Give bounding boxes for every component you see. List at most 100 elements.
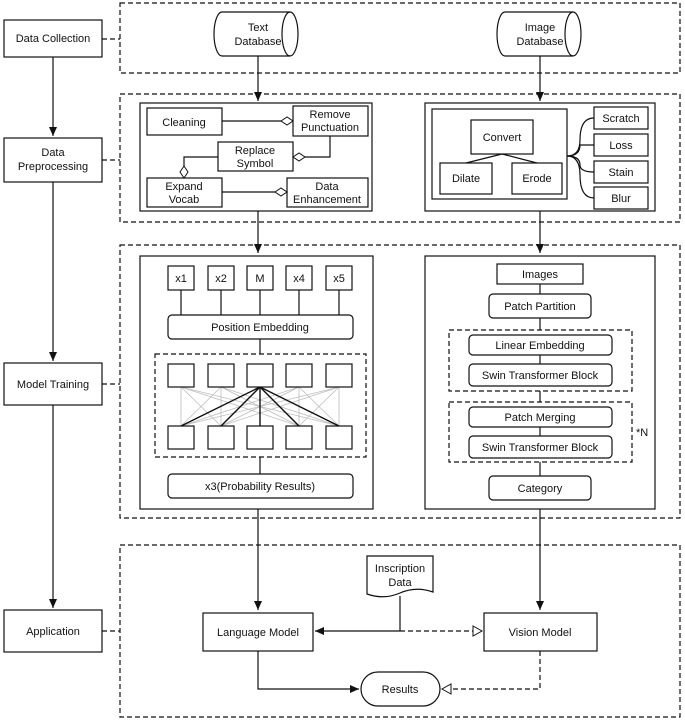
brace-connector (566, 144, 594, 157)
swin-block-1-box: Swin Transformer Block (468, 363, 613, 387)
token-box (285, 265, 313, 291)
svg-text:Patch Merging: Patch Merging (505, 412, 576, 424)
brace-connector (566, 155, 595, 199)
svg-text:Image: Image (525, 22, 556, 34)
position-embedding-box: Position Embedding (167, 314, 354, 340)
svg-text:Results: Results (382, 684, 419, 696)
token-box (325, 265, 353, 291)
svg-text:Data: Data (315, 181, 339, 193)
token-box (246, 265, 274, 291)
patch-partition-box: Patch Partition (488, 293, 592, 319)
token-label: M (255, 273, 264, 285)
text-database: Text Database (213, 11, 299, 57)
stageN-region (448, 401, 633, 463)
svg-text:Expand: Expand (165, 181, 202, 193)
svg-text:Vision Model: Vision Model (509, 627, 572, 639)
svg-text:Replace: Replace (235, 145, 275, 157)
linear-embedding-box: Linear Embedding (468, 334, 613, 356)
stage-label: Model Training (17, 379, 89, 391)
svg-text:Loss: Loss (609, 140, 633, 152)
svg-text:Database: Database (234, 36, 281, 48)
svg-text:Cleaning: Cleaning (162, 117, 205, 129)
svg-text:Text: Text (248, 22, 268, 34)
svg-text:Vocab: Vocab (169, 194, 200, 206)
category-box: Category (488, 475, 592, 501)
erode-box: Erode (511, 162, 563, 195)
inscription-data-doc: Inscription Data (366, 555, 434, 598)
svg-text:Images: Images (522, 269, 559, 281)
expand-vocab-box: Expand Vocab (146, 177, 223, 208)
transformer-nodes-top (167, 363, 353, 388)
svg-text:Dilate: Dilate (452, 173, 480, 185)
scratch-box: Scratch (593, 106, 649, 130)
stage-model-training: Model Training (3, 362, 103, 406)
svg-text:Language Model: Language Model (217, 627, 299, 639)
region-application (119, 544, 681, 718)
image-database: Image Database (496, 11, 582, 57)
stage-data-collection: Data Collection (3, 19, 103, 58)
stage-label: Data Collection (16, 33, 91, 45)
probability-results-box: x3(Probability Results) (167, 473, 354, 499)
connector-convert-erode (501, 153, 538, 164)
svg-text:Category: Category (518, 483, 563, 495)
region-training (119, 244, 681, 519)
token-row: x1 x2 M x4 x5 (167, 265, 353, 291)
results-node: Results (360, 671, 441, 707)
token-label: x1 (175, 273, 187, 285)
svg-text:Inscription: Inscription (375, 563, 425, 575)
svg-text:Stain: Stain (608, 167, 633, 179)
language-model-box: Language Model (202, 612, 314, 652)
dilate-box: Dilate (439, 162, 493, 195)
svg-text:Enhancement: Enhancement (293, 194, 361, 206)
stage-data-preprocessing: Data Preprocessing (3, 137, 103, 183)
region-preprocessing (119, 93, 681, 223)
svg-text:Punctuation: Punctuation (301, 122, 359, 134)
stage-application: Application (3, 609, 103, 653)
token-label: x5 (333, 273, 345, 285)
svg-text:Erode: Erode (522, 173, 551, 185)
svg-text:Swin Transformer Block: Swin Transformer Block (482, 370, 599, 382)
stage1-region (448, 329, 633, 392)
svg-text:Database: Database (516, 36, 563, 48)
svg-text:Patch Partition: Patch Partition (504, 301, 576, 313)
vision-to-results-arrow (440, 651, 541, 695)
svg-text:Data: Data (388, 577, 412, 589)
brace-connector (566, 155, 595, 173)
connector-remove-replace (292, 136, 331, 162)
swin-block-2-box: Swin Transformer Block (468, 435, 613, 459)
vision-model-box: Vision Model (483, 612, 598, 652)
svg-text:Convert: Convert (483, 132, 522, 144)
stage-label: Application (26, 626, 80, 638)
stage-label: Data (41, 147, 65, 159)
cleaning-box: Cleaning (146, 107, 223, 136)
transformer-nodes-bottom (167, 425, 353, 450)
region-collection (119, 2, 681, 74)
data-enhancement-box: Data Enhancement (286, 177, 369, 208)
replace-symbol-box: Replace Symbol (217, 141, 294, 172)
svg-text:Position Embedding: Position Embedding (211, 322, 309, 334)
svg-text:Blur: Blur (611, 193, 631, 205)
svg-text:Linear Embedding: Linear Embedding (495, 340, 584, 352)
patch-merging-box: Patch Merging (468, 406, 613, 428)
connector-replace-expand (179, 156, 218, 179)
transformer-grey-links (180, 386, 340, 427)
remove-punctuation-box: Remove Punctuation (292, 105, 369, 137)
images-box: Images (496, 263, 584, 285)
svg-text:Symbol: Symbol (237, 158, 274, 170)
repeat-label: *N (636, 427, 648, 439)
connector-convert-dilate (465, 153, 503, 164)
token-label: x2 (215, 273, 227, 285)
stain-box: Stain (593, 160, 649, 184)
svg-text:Scratch: Scratch (602, 113, 639, 125)
loss-box: Loss (593, 133, 649, 157)
stage-label: Preprocessing (18, 161, 88, 173)
language-to-results-arrow (257, 651, 359, 693)
token-label: x4 (293, 273, 305, 285)
convert-box: Convert (470, 119, 534, 155)
svg-text:Remove: Remove (310, 109, 351, 121)
svg-text:x3(Probability Results): x3(Probability Results) (205, 481, 315, 493)
transformer-attention-links (180, 386, 340, 427)
svg-text:Swin Transformer Block: Swin Transformer Block (482, 442, 599, 454)
blur-box: Blur (593, 186, 649, 210)
